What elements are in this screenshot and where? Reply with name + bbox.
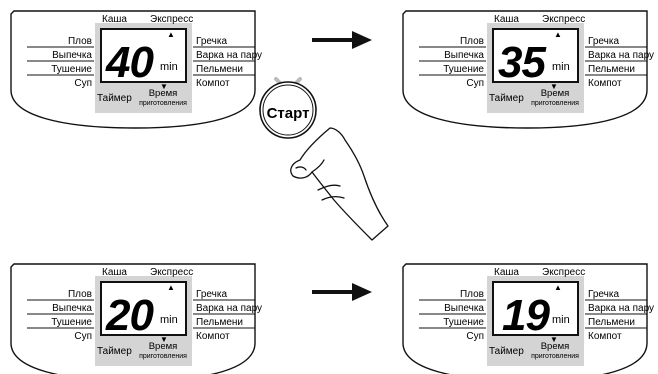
mode-express[interactable]: Экспресс: [150, 267, 193, 278]
right-arrow-icon: [312, 283, 372, 301]
down-triangle-icon[interactable]: ▼: [550, 335, 558, 344]
mode-plov[interactable]: Плов: [460, 36, 484, 47]
mode-tushenie[interactable]: Тушение: [443, 317, 484, 328]
unit-label: min: [160, 61, 178, 73]
cook-time-label-1[interactable]: Время: [149, 88, 178, 99]
mode-kasha[interactable]: Каша: [102, 267, 127, 278]
timer-button-label[interactable]: Таймер: [97, 93, 132, 104]
mode-sup[interactable]: Суп: [466, 331, 484, 342]
mode-kasha[interactable]: Каша: [494, 267, 519, 278]
timer-button-label[interactable]: Таймер: [489, 346, 524, 357]
mode-kompot[interactable]: Компот: [196, 78, 230, 89]
up-triangle-icon[interactable]: ▲: [554, 30, 562, 39]
time-digits: 19: [502, 291, 550, 340]
mode-grechka[interactable]: Гречка: [196, 289, 227, 300]
cook-time-label-1[interactable]: Время: [541, 341, 570, 352]
down-triangle-icon[interactable]: ▼: [160, 82, 168, 91]
mode-kompot[interactable]: Компот: [196, 331, 230, 342]
mode-pelmeni[interactable]: Пельмени: [588, 317, 635, 328]
down-triangle-icon[interactable]: ▼: [160, 335, 168, 344]
start-button-label: Старт: [267, 105, 310, 122]
right-arrow-icon: [312, 31, 372, 49]
mode-vypechka[interactable]: Выпечка: [52, 303, 92, 314]
timer-button-label[interactable]: Таймер: [97, 346, 132, 357]
up-triangle-icon[interactable]: ▲: [167, 30, 175, 39]
mode-kasha[interactable]: Каша: [494, 14, 519, 25]
timer-button-label[interactable]: Таймер: [489, 93, 524, 104]
mode-grechka[interactable]: Гречка: [588, 36, 619, 47]
unit-label: min: [160, 314, 178, 326]
start-button[interactable]: Старт: [259, 81, 317, 139]
mode-tushenie[interactable]: Тушение: [443, 64, 484, 75]
mode-grechka[interactable]: Гречка: [196, 36, 227, 47]
mode-plov[interactable]: Плов: [460, 289, 484, 300]
mode-pelmeni[interactable]: Пельмени: [196, 64, 243, 75]
mode-steam[interactable]: Варка на пару: [196, 303, 262, 314]
mode-kasha[interactable]: Каша: [102, 14, 127, 25]
cook-time-label-2[interactable]: приготовления: [139, 353, 187, 360]
cook-time-label-2[interactable]: приготовления: [531, 100, 579, 107]
cook-time-label-1[interactable]: Время: [541, 88, 570, 99]
unit-label: min: [552, 314, 570, 326]
mode-pelmeni[interactable]: Пельмени: [196, 317, 243, 328]
mode-tushenie[interactable]: Тушение: [51, 64, 92, 75]
up-triangle-icon[interactable]: ▲: [167, 283, 175, 292]
panel-bottom-right: Каша Экспресс ▲ 19 min ▼ Плов Выпечка Ту…: [402, 263, 654, 374]
panel-top-left: Каша Экспресс ▲ 40 min ▼ Плов Выпечка Ту…: [10, 10, 262, 129]
mode-sup[interactable]: Суп: [74, 331, 92, 342]
mode-vypechka[interactable]: Выпечка: [444, 303, 484, 314]
time-digits: 40: [105, 38, 154, 87]
time-digits: 35: [498, 38, 546, 87]
cook-time-label-2[interactable]: приготовления: [531, 353, 579, 360]
unit-label: min: [552, 61, 570, 73]
mode-express[interactable]: Экспресс: [150, 14, 193, 25]
up-triangle-icon[interactable]: ▲: [554, 283, 562, 292]
panel-top-right: Каша Экспресс ▲ 35 min ▼ Плов Выпечка Ту…: [402, 10, 654, 129]
time-digits: 20: [105, 291, 154, 340]
hand-pressing-icon: [290, 127, 389, 241]
mode-sup[interactable]: Суп: [74, 78, 92, 89]
mode-plov[interactable]: Плов: [68, 36, 92, 47]
cook-time-label-2[interactable]: приготовления: [139, 100, 187, 107]
down-triangle-icon[interactable]: ▼: [550, 82, 558, 91]
mode-vypechka[interactable]: Выпечка: [52, 50, 92, 61]
mode-vypechka[interactable]: Выпечка: [444, 50, 484, 61]
mode-grechka[interactable]: Гречка: [588, 289, 619, 300]
mode-kompot[interactable]: Компот: [588, 331, 622, 342]
mode-plov[interactable]: Плов: [68, 289, 92, 300]
mode-kompot[interactable]: Компот: [588, 78, 622, 89]
mode-steam[interactable]: Варка на пару: [588, 50, 654, 61]
mode-pelmeni[interactable]: Пельмени: [588, 64, 635, 75]
mode-tushenie[interactable]: Тушение: [51, 317, 92, 328]
mode-express[interactable]: Экспресс: [542, 267, 585, 278]
mode-steam[interactable]: Варка на пару: [588, 303, 654, 314]
mode-express[interactable]: Экспресс: [542, 14, 585, 25]
mode-sup[interactable]: Суп: [466, 78, 484, 89]
panel-bottom-left: Каша Экспресс ▲ 20 min ▼ Плов Выпечка Ту…: [10, 263, 262, 374]
mode-steam[interactable]: Варка на пару: [196, 50, 262, 61]
cook-time-label-1[interactable]: Время: [149, 341, 178, 352]
